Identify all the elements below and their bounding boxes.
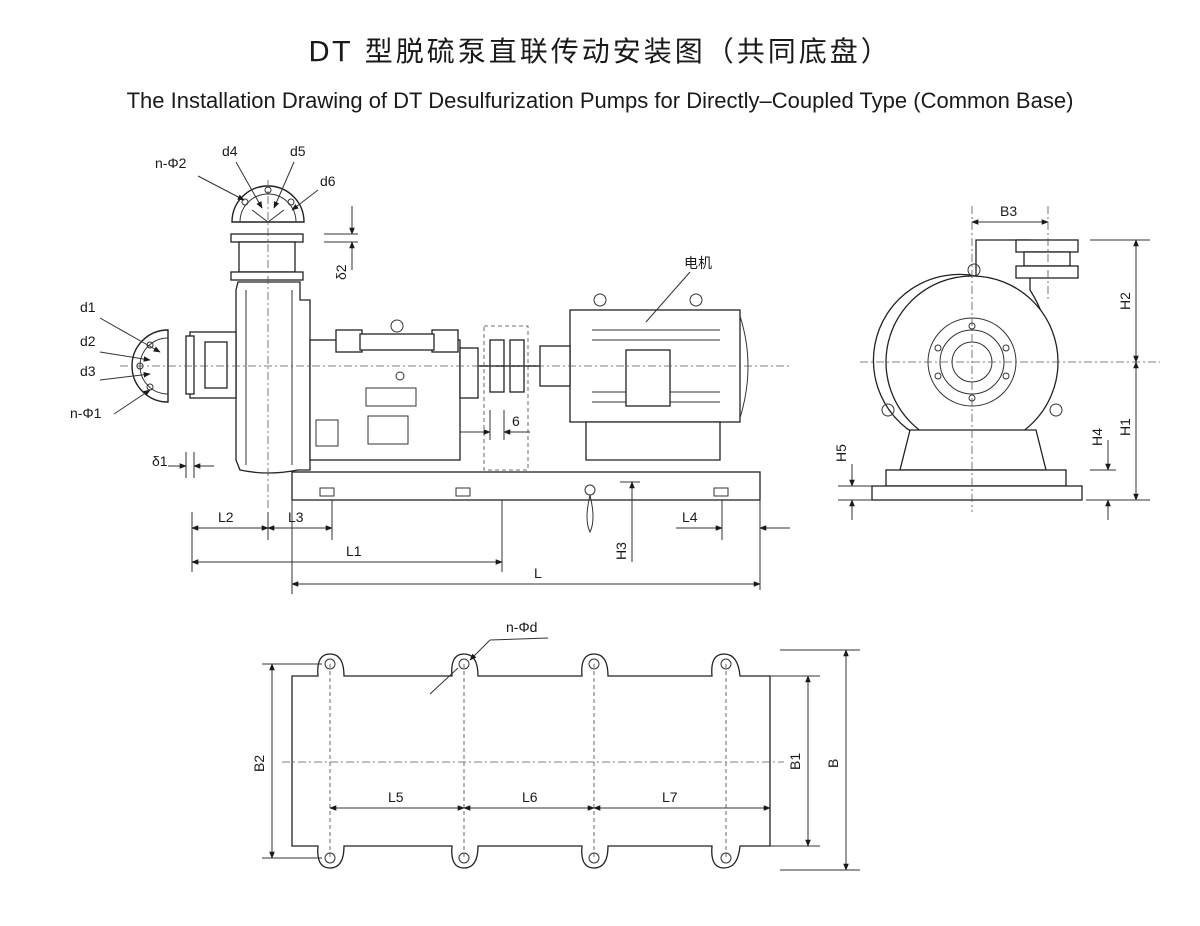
- label-H3: H3: [613, 542, 629, 560]
- label-delta2: δ2: [333, 264, 349, 280]
- suction-pipe: [185, 331, 237, 399]
- pump-casing: [235, 281, 311, 474]
- common-base: [291, 471, 761, 534]
- label-L7: L7: [662, 789, 678, 805]
- label-B1: B1: [787, 753, 803, 770]
- label-L3: L3: [288, 509, 304, 525]
- label-d5: d5: [290, 143, 306, 159]
- label-L1: L1: [346, 543, 362, 559]
- label-L: L: [534, 565, 542, 581]
- label-H1: H1: [1117, 418, 1133, 436]
- label-n-phi2: n-Φ2: [155, 155, 187, 171]
- label-n-phid: n-Φd: [506, 619, 537, 635]
- label-L4: L4: [682, 509, 698, 525]
- label-d6: d6: [320, 173, 336, 189]
- side-view: n-Φ2 d4 d5 d6 δ2 电机 d1 d2 d3 n-Φ1 δ1: [70, 143, 790, 594]
- outlet-pipe: [230, 233, 304, 281]
- base-plan: n-Φd L5 L6 L7 B2 B1 B: [251, 619, 860, 871]
- label-H4: H4: [1089, 428, 1105, 446]
- end-view: B3 H2 H1 H4 H5: [833, 203, 1160, 520]
- label-L2: L2: [218, 509, 234, 525]
- label-d4: d4: [222, 143, 238, 159]
- label-H2: H2: [1117, 292, 1133, 310]
- label-L6: L6: [522, 789, 538, 805]
- label-B3: B3: [1000, 203, 1017, 219]
- label-d2: d2: [80, 333, 96, 349]
- label-6: 6: [512, 413, 520, 429]
- motor: [539, 293, 749, 461]
- label-d3: d3: [80, 363, 96, 379]
- label-L5: L5: [388, 789, 404, 805]
- page-title-chinese: DT 型脱硫泵直联传动安装图（共同底盘）: [308, 35, 892, 68]
- label-B: B: [825, 759, 841, 768]
- label-d1: d1: [80, 299, 96, 315]
- label-B2: B2: [251, 755, 267, 772]
- label-H5: H5: [833, 444, 849, 462]
- page-title-english: The Installation Drawing of DT Desulfuri…: [126, 88, 1074, 113]
- label-n-phi1: n-Φ1: [70, 405, 102, 421]
- bearing-housing: [309, 319, 479, 461]
- label-motor: 电机: [684, 255, 712, 271]
- label-delta1: δ1: [152, 453, 168, 469]
